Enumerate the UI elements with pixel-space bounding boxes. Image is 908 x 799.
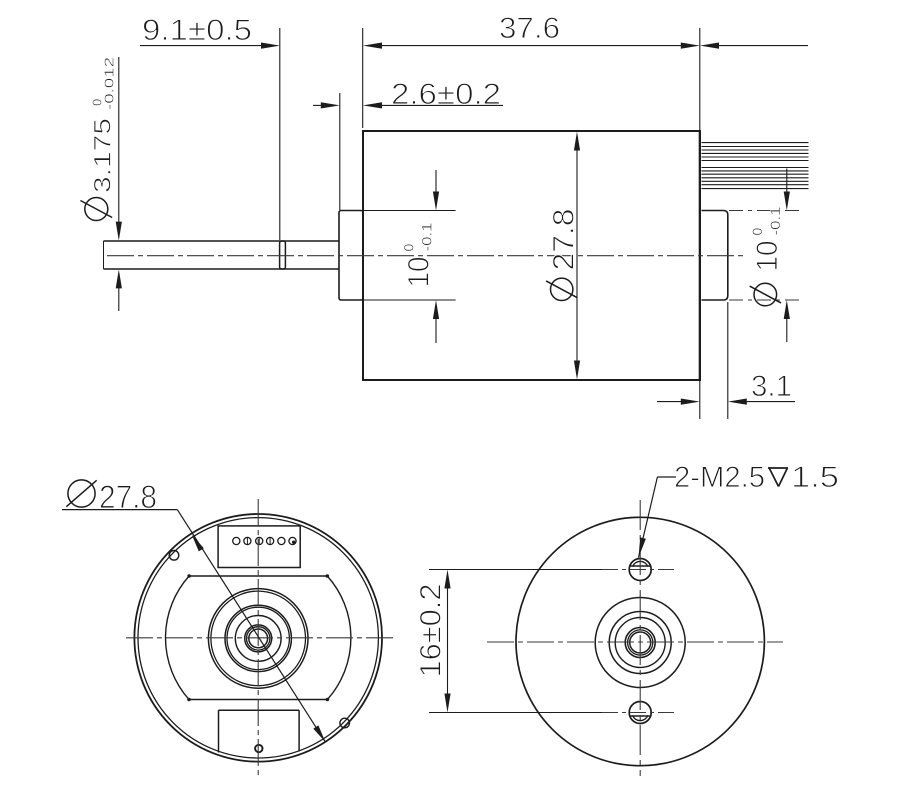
svg-text:1.5: 1.5 [791, 461, 839, 494]
svg-text:-0.1: -0.1 [767, 206, 783, 235]
svg-text:10: 10 [751, 241, 784, 272]
svg-text:2.6±0.2: 2.6±0.2 [391, 78, 501, 111]
svg-text:0: 0 [401, 244, 417, 252]
svg-text:-0.012: -0.012 [102, 57, 117, 110]
svg-text:27.8: 27.8 [99, 479, 157, 515]
svg-text:10: 10 [403, 257, 436, 288]
svg-text:9.1±0.5: 9.1±0.5 [142, 14, 252, 47]
svg-text:0: 0 [749, 228, 765, 236]
svg-text:0: 0 [90, 99, 105, 106]
svg-text:37.6: 37.6 [499, 12, 560, 45]
svg-text:27.8: 27.8 [548, 209, 581, 271]
svg-text:2-M2.5: 2-M2.5 [674, 461, 765, 494]
svg-text:3.1: 3.1 [751, 370, 792, 403]
svg-text:3.175: 3.175 [90, 118, 117, 193]
svg-text:-0.1: -0.1 [419, 222, 435, 251]
svg-text:16±0.2: 16±0.2 [415, 584, 448, 678]
